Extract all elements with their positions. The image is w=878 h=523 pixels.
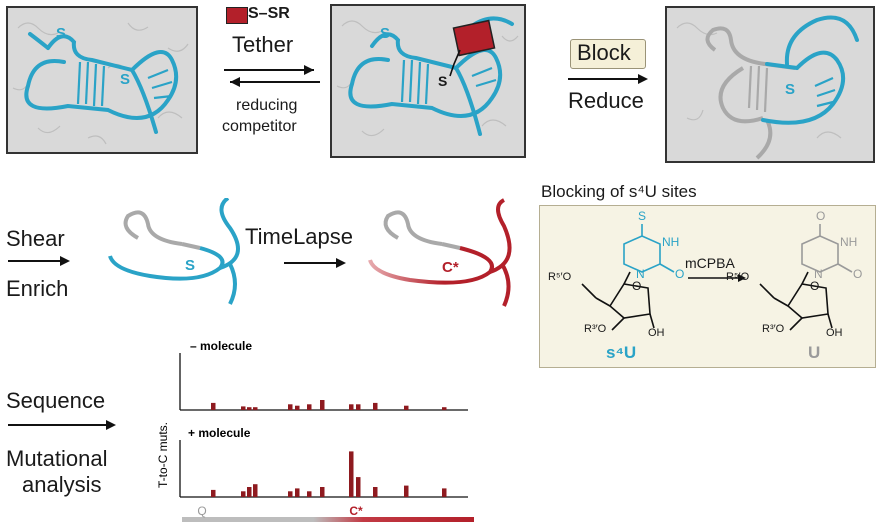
panel2-bar (253, 484, 258, 497)
axis-marker-left: Q (197, 504, 206, 518)
panel2-bar (320, 487, 325, 497)
carbonyl-o-label: O (853, 267, 863, 281)
rna-panel-blocked: S (665, 6, 875, 163)
panel1-bar (295, 405, 300, 410)
panel1-bars (211, 400, 447, 411)
panel1-bar (211, 402, 216, 410)
sequence-track (182, 517, 474, 522)
s4u-site-label: S (56, 25, 67, 42)
panel1-bar (247, 407, 252, 411)
panel1-bar (307, 404, 312, 410)
panel2-bar (241, 491, 246, 497)
oh-label: OH (826, 327, 843, 339)
panel2-bar (211, 489, 216, 497)
carbonyl-o-label: O (675, 267, 685, 281)
scheme-title: Blocking of s⁴U sites (541, 182, 697, 201)
mutational-label-line2: analysis (22, 472, 102, 497)
rna-structure-unbound (12, 22, 189, 145)
rna-panel-unbound: S S (6, 6, 198, 154)
panel2-title: + molecule (188, 426, 251, 440)
tether-label: Tether (232, 32, 294, 57)
panel1-bar (373, 402, 378, 410)
mutation-chart: T-to-C muts. – molecule + molecule Q C* (156, 339, 474, 522)
u-name: U (808, 343, 821, 362)
panel1-bar (404, 405, 409, 410)
s4u-site-label: S (785, 81, 796, 98)
panel1-bar (253, 407, 258, 411)
panel2-bar (373, 487, 378, 497)
n1-label: N (636, 267, 645, 281)
tether-sulfur-label: S (438, 73, 448, 89)
panel1-bar (442, 407, 447, 411)
nh-label: NH (840, 235, 858, 249)
panel1-bar (288, 404, 293, 410)
rna-fragment-enriched (108, 198, 240, 305)
panel2-bar (349, 451, 354, 497)
equilibrium-arrows (224, 65, 320, 87)
mutational-label-line1: Mutational (6, 446, 108, 471)
panel2-bar (288, 491, 293, 497)
chart-ylabel: T-to-C muts. (156, 422, 170, 488)
s4u-site-label: S (380, 25, 391, 42)
reagent-label: mCPBA (685, 255, 735, 271)
nh-label: NH (662, 235, 680, 249)
r3-label: R³′O (584, 323, 607, 335)
thione-s-label: S (638, 209, 647, 223)
panel2-bar (442, 488, 447, 497)
timelapse-arrow (284, 258, 346, 268)
panel1-bar (241, 406, 246, 410)
tether-warhead-icon (226, 7, 248, 24)
timelapse-label: TimeLapse (245, 224, 354, 249)
rna-panel-tethered: S S (330, 4, 526, 158)
s4u-name: s⁴U (606, 343, 637, 362)
n1-label: N (814, 267, 823, 281)
rna-structure-tethered (336, 16, 519, 137)
rna-structure-blocked (676, 15, 859, 160)
ring-o-label: O (632, 279, 642, 293)
ring-o-label: O (810, 279, 820, 293)
blocking-scheme-box: mCPBA S NH O N O R⁵′O R³′O OH s⁴U O NH O… (539, 205, 876, 368)
reducing-competitor-line2: competitor (222, 118, 297, 135)
block-label: Block (577, 40, 631, 65)
panel2-bars (211, 451, 447, 497)
reduce-label: Reduce (568, 88, 644, 113)
panel1-title: – molecule (190, 339, 252, 353)
axis-marker-right: C* (349, 504, 363, 518)
panel2-bar (247, 487, 252, 497)
oh-label: OH (648, 327, 665, 339)
r3-label: R³′O (762, 323, 785, 335)
panel2-bar (307, 491, 312, 497)
shear-arrow (8, 256, 70, 266)
sequence-arrow (8, 420, 116, 430)
panel1-bar (320, 400, 325, 410)
shear-label: Shear (6, 226, 65, 251)
tether-reagent-formula: S–SR (248, 5, 290, 22)
blocking-scheme-structures (581, 224, 853, 331)
panel1-bar (356, 404, 361, 410)
reducing-competitor-line1: reducing (236, 97, 298, 114)
panel2-bar (404, 485, 409, 497)
keto-o-label: O (816, 209, 826, 223)
s4u-site-label: S (185, 257, 196, 274)
s4u-site-label: S (120, 71, 131, 88)
panel1-bar (349, 404, 354, 410)
converted-site-label: C* (442, 259, 459, 276)
r5-label: R⁵′O (548, 271, 572, 283)
panel2-bar (356, 477, 361, 497)
panel2-bar (295, 488, 300, 497)
r5-label: R⁵′O (726, 271, 750, 283)
block-box (570, 39, 646, 69)
enrich-label: Enrich (6, 276, 69, 301)
block-arrow (568, 74, 648, 84)
rna-fragment-converted (368, 198, 512, 307)
sequence-label: Sequence (6, 388, 106, 413)
